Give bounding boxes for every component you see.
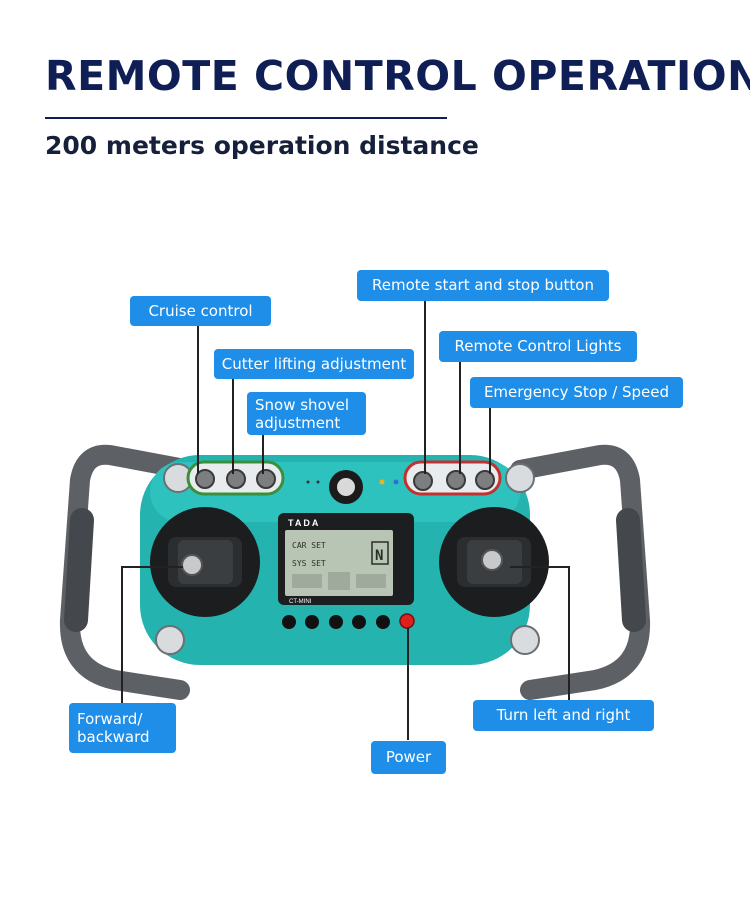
cruise-control-label: Cruise control: [130, 296, 271, 326]
model-label: CT-MINI: [289, 599, 312, 605]
page-subtitle: 200 meters operation distance: [45, 131, 479, 160]
forward-leader-v: [121, 566, 123, 704]
left-joystick: [181, 554, 203, 576]
forward-backward-label: Forward/ backward: [69, 703, 176, 753]
cutter-lifting-label: Cutter lifting adjustment: [214, 349, 414, 379]
cutter-leader: [232, 378, 234, 474]
remote-lights-label: Remote Control Lights: [439, 331, 637, 362]
function-button-2: [305, 615, 319, 629]
lcd-row2: SYS SET: [292, 559, 326, 568]
turn-leader-v: [568, 566, 570, 700]
power-leader: [407, 628, 409, 740]
shovel-leader: [262, 432, 264, 474]
lights-leader: [459, 360, 461, 474]
function-button-3: [329, 615, 343, 629]
cutter-switch: [226, 469, 246, 489]
estop-switch: [475, 470, 495, 490]
brand-logo: TADA: [288, 518, 320, 528]
power-button: [399, 613, 415, 629]
estop-leader: [489, 408, 491, 474]
cruise-leader: [197, 326, 199, 474]
function-button-5: [376, 615, 390, 629]
remote-start-stop-label: Remote start and stop button: [357, 270, 609, 301]
function-button-4: [352, 615, 366, 629]
shovel-switch: [256, 469, 276, 489]
right-joystick: [481, 549, 503, 571]
lcd-gear: N: [375, 548, 383, 564]
page-title: REMOTE CONTROL OPERATION: [45, 52, 750, 100]
lights-switch: [446, 470, 466, 490]
emergency-stop-label: Emergency Stop / Speed: [470, 377, 683, 408]
lcd-row1: CAR SET: [292, 541, 326, 550]
turn-leader-h: [510, 566, 570, 568]
function-button-1: [282, 615, 296, 629]
forward-leader-h: [121, 566, 183, 568]
power-label: Power: [371, 741, 446, 774]
cruise-switch: [195, 469, 215, 489]
turn-left-right-label: Turn left and right: [473, 700, 654, 731]
snow-shovel-label: Snow shovel adjustment: [247, 392, 366, 435]
start-stop-leader: [424, 300, 426, 474]
title-underline: [45, 117, 447, 119]
start-stop-switch: [413, 471, 433, 491]
